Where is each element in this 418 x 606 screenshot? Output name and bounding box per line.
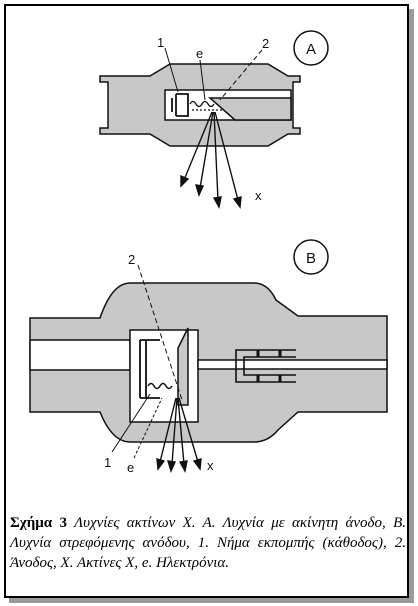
circle-b xyxy=(293,239,329,275)
leader-a-e xyxy=(199,59,206,101)
leader-b-e xyxy=(133,397,163,459)
rotor-b xyxy=(235,349,296,383)
label-b-x: x xyxy=(207,458,214,473)
circle-a xyxy=(293,30,329,66)
xray-tube-figure: 1 e 2 x A xyxy=(29,30,388,475)
frame-shadow-right xyxy=(409,9,414,603)
label-a-x: x xyxy=(255,188,262,203)
figure-caption: Σχήμα 3 Λυχνίες ακτίνων Χ. Α. Λυχνία με … xyxy=(10,513,406,573)
xray-arrows-b xyxy=(156,397,202,474)
tube-b-neck xyxy=(29,339,131,371)
label-a-e: e xyxy=(196,46,203,61)
cathode-b xyxy=(139,339,160,399)
tube-b-shaft xyxy=(197,359,388,370)
label-circle-a: A xyxy=(306,41,316,58)
caption-text: Λυχνίες ακτίνων Χ. Α. Λυχνία με ακίνητη … xyxy=(10,515,406,571)
filament-b xyxy=(147,382,173,390)
anode-b xyxy=(177,327,189,406)
label-b-e: e xyxy=(127,460,134,475)
filament-a xyxy=(189,100,215,108)
xray-arrows-a xyxy=(180,111,242,210)
label-a-1: 1 xyxy=(157,35,164,50)
leader-a-2 xyxy=(219,49,263,101)
caption-label: Σχήμα 3 xyxy=(10,515,67,531)
panel-a: 1 e 2 x A xyxy=(99,30,329,210)
cathode-a xyxy=(171,93,189,117)
label-a-2: 2 xyxy=(262,36,269,51)
leader-a-1 xyxy=(164,47,179,93)
frame-shadow-bottom xyxy=(9,598,414,603)
leader-b-1 xyxy=(111,393,151,453)
label-circle-b: B xyxy=(306,250,316,267)
label-b-2: 2 xyxy=(128,252,135,267)
label-b-1: 1 xyxy=(104,455,111,470)
anode-a xyxy=(208,97,292,121)
panel-b: 2 1 e x B xyxy=(29,239,388,475)
